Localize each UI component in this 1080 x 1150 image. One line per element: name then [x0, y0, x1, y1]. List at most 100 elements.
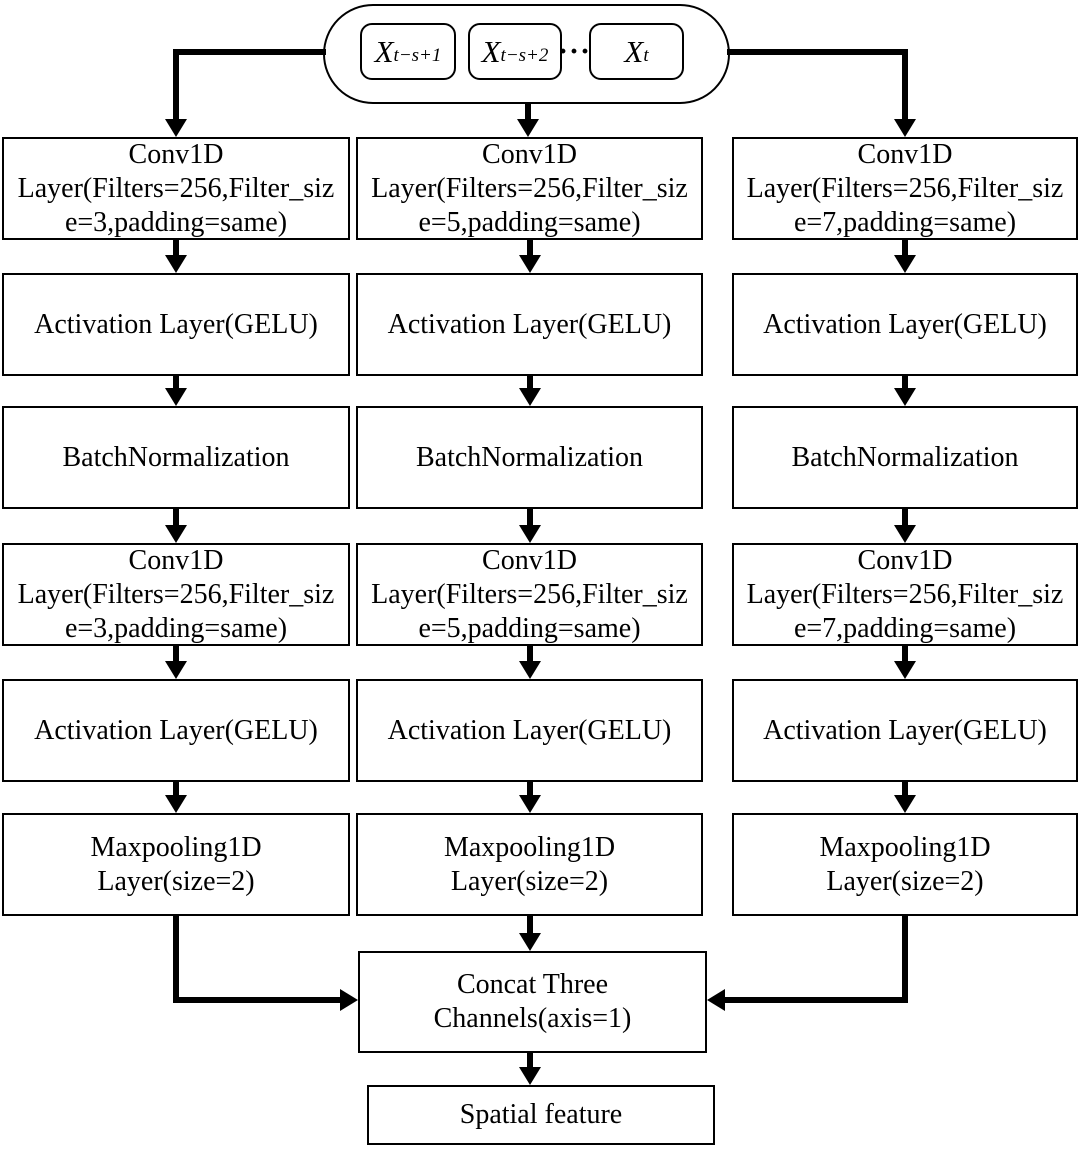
node-label-line: Activation Layer(GELU) — [387, 714, 672, 746]
input-var: X — [624, 33, 644, 69]
node-label-line: Layer(Filters=256,Filter_siz — [17, 578, 335, 610]
node-label-line: Conv1D — [857, 544, 953, 576]
connector-concat-to-output — [527, 1053, 533, 1067]
node-batchnorm-col2: BatchNormalization — [356, 406, 703, 509]
arrowhead-into-col1-conv1 — [165, 119, 187, 137]
node-label-line: e=5,padding=same) — [418, 206, 641, 238]
node-label-line: BatchNormalization — [791, 441, 1019, 473]
ellipsis-dots: ··· — [558, 34, 592, 68]
node-conv1d-2-col3: Conv1D Layer(Filters=256,Filter_siz e=7,… — [732, 543, 1078, 646]
node-conv1d-1-col3: Conv1D Layer(Filters=256,Filter_siz e=7,… — [732, 137, 1078, 240]
node-label-line: e=7,padding=same) — [793, 612, 1017, 644]
input-subscript: t — [643, 45, 649, 66]
node-label-line: Maxpooling1D — [819, 831, 991, 863]
arrow-col1-conv2-to-act2 — [173, 646, 179, 661]
node-label-line: Concat Three — [456, 969, 609, 1000]
node-label-line: Activation Layer(GELU) — [763, 308, 1047, 340]
arrowhead — [519, 525, 541, 543]
node-label-line: Maxpooling1D — [443, 831, 616, 863]
node-maxpooling-col1: Maxpooling1D Layer(size=2) — [2, 813, 350, 916]
arrowhead — [519, 255, 541, 273]
arrowhead — [519, 795, 541, 813]
node-maxpooling-col3: Maxpooling1D Layer(size=2) — [732, 813, 1078, 916]
arrowhead-into-concat-top — [519, 933, 541, 951]
arrow-col1-act1-to-bn — [173, 376, 179, 388]
arrowhead-into-col2-conv1 — [517, 119, 539, 137]
node-label-line: Layer(size=2) — [826, 865, 984, 897]
node-label-line: Conv1D — [482, 138, 577, 170]
node-activation-2-col2: Activation Layer(GELU) — [356, 679, 703, 782]
node-activation-1-col2: Activation Layer(GELU) — [356, 273, 703, 376]
node-batchnorm-col3: BatchNormalization — [732, 406, 1078, 509]
arrowhead-into-col3-conv1 — [894, 119, 916, 137]
arrow-col1-bn-to-conv2 — [173, 509, 179, 525]
arrowhead-into-concat-left — [340, 989, 358, 1011]
node-activation-2-col1: Activation Layer(GELU) — [2, 679, 350, 782]
arrowhead — [894, 661, 916, 679]
node-label-line: Maxpooling1D — [90, 831, 262, 863]
node-label-line: Layer(size=2) — [97, 865, 255, 897]
connector-pill-to-col2-vertical — [525, 102, 531, 121]
arrowhead-into-output — [519, 1067, 541, 1085]
node-batchnorm-col1: BatchNormalization — [2, 406, 350, 509]
arrow-col3-conv1-to-act1 — [902, 240, 908, 255]
arrow-col3-act2-to-maxpool — [902, 782, 908, 795]
arrowhead — [519, 388, 541, 406]
node-activation-1-col1: Activation Layer(GELU) — [2, 273, 350, 376]
input-var: X — [481, 33, 501, 69]
arrowhead — [165, 661, 187, 679]
node-conv1d-2-col1: Conv1D Layer(Filters=256,Filter_siz e=3,… — [2, 543, 350, 646]
arrowhead — [894, 388, 916, 406]
arrowhead — [894, 795, 916, 813]
node-label-line: BatchNormalization — [415, 441, 644, 473]
arrow-col1-act2-to-maxpool — [173, 782, 179, 795]
arrow-col3-act1-to-bn — [902, 376, 908, 388]
node-label-line: Conv1D — [128, 138, 224, 170]
node-activation-1-col3: Activation Layer(GELU) — [732, 273, 1078, 376]
node-label-line: Layer(Filters=256,Filter_siz — [746, 172, 1064, 204]
node-label-line: Conv1D — [482, 544, 577, 576]
input-subscript: t−s+1 — [393, 45, 442, 66]
connector-pill-to-col3-horizontal — [727, 49, 908, 55]
arrow-col2-conv1-to-act1 — [527, 240, 533, 255]
node-conv1d-1-col2: Conv1D Layer(Filters=256,Filter_siz e=5,… — [356, 137, 703, 240]
connector-col2-maxpool-down — [527, 916, 533, 933]
arrowhead — [894, 255, 916, 273]
arrow-col2-conv2-to-act2 — [527, 646, 533, 661]
node-label-line: Activation Layer(GELU) — [763, 714, 1047, 746]
arrowhead — [165, 795, 187, 813]
arrowhead — [165, 388, 187, 406]
input-subscript: t−s+2 — [500, 45, 549, 66]
node-label-line: Layer(size=2) — [450, 865, 609, 897]
node-concat: Concat Three Channels(axis=1) — [358, 951, 707, 1053]
node-label-line: Layer(Filters=256,Filter_siz — [746, 578, 1064, 610]
node-spatial-feature: Spatial feature — [367, 1085, 715, 1145]
node-label-line: e=3,padding=same) — [64, 206, 288, 238]
node-label-line: e=5,padding=same) — [418, 612, 641, 644]
connector-col3-to-concat — [723, 997, 908, 1003]
connector-col3-maxpool-down — [902, 916, 908, 1003]
arrowhead-into-concat-right — [707, 989, 725, 1011]
node-label-line: Activation Layer(GELU) — [387, 308, 672, 340]
node-label-line: BatchNormalization — [62, 441, 290, 473]
node-label-line: Layer(Filters=256,Filter_siz — [17, 172, 335, 204]
arrow-col3-conv2-to-act2 — [902, 646, 908, 661]
input-var: X — [374, 33, 394, 69]
arrowhead — [519, 661, 541, 679]
arrowhead — [165, 255, 187, 273]
node-maxpooling-col2: Maxpooling1D Layer(size=2) — [356, 813, 703, 916]
node-label-line: Conv1D — [128, 544, 224, 576]
connector-col1-maxpool-down — [173, 916, 179, 1003]
connector-pill-to-col1-horizontal — [173, 49, 326, 55]
node-label-line: Activation Layer(GELU) — [34, 308, 318, 340]
node-label-line: Activation Layer(GELU) — [34, 714, 318, 746]
node-label-line: e=3,padding=same) — [64, 612, 288, 644]
node-label-line: Spatial feature — [459, 1099, 623, 1130]
node-label-line: Layer(Filters=256,Filter_siz — [371, 172, 688, 204]
node-label-line: Channels(axis=1) — [433, 1003, 632, 1034]
arrow-col3-bn-to-conv2 — [902, 509, 908, 525]
